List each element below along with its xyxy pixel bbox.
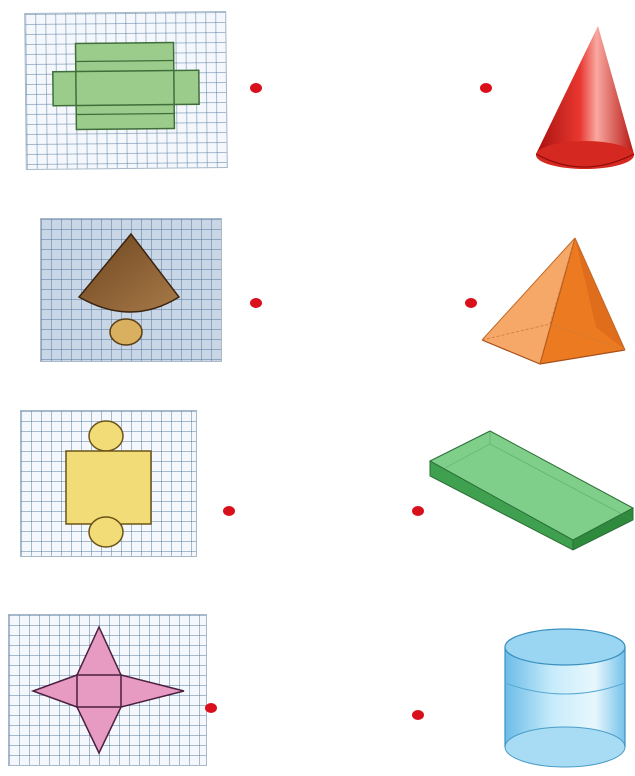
match-dot-net-2[interactable] xyxy=(250,298,262,308)
match-dot-net-4[interactable] xyxy=(205,703,217,713)
match-dot-solid-4[interactable] xyxy=(412,710,424,720)
rectangular-prism-solid xyxy=(425,428,635,553)
cylinder-net-drawing xyxy=(21,411,196,556)
match-dot-solid-1[interactable] xyxy=(480,83,492,93)
cuboid-net-card xyxy=(24,11,228,170)
cuboid-net-drawing xyxy=(25,12,227,169)
match-dot-net-3[interactable] xyxy=(223,506,235,516)
match-dot-solid-2[interactable] xyxy=(465,298,477,308)
cylinder-net-card xyxy=(20,410,197,557)
square-pyramid-solid xyxy=(478,232,628,370)
match-dot-net-1[interactable] xyxy=(250,83,262,93)
cone-net-card xyxy=(40,218,222,362)
cone-solid xyxy=(528,22,635,177)
pyramid-net-card xyxy=(8,614,207,766)
cylinder-solid xyxy=(500,625,630,773)
cone-net-drawing xyxy=(41,219,221,361)
pyramid-net-drawing xyxy=(9,615,206,765)
match-dot-solid-3[interactable] xyxy=(412,506,424,516)
